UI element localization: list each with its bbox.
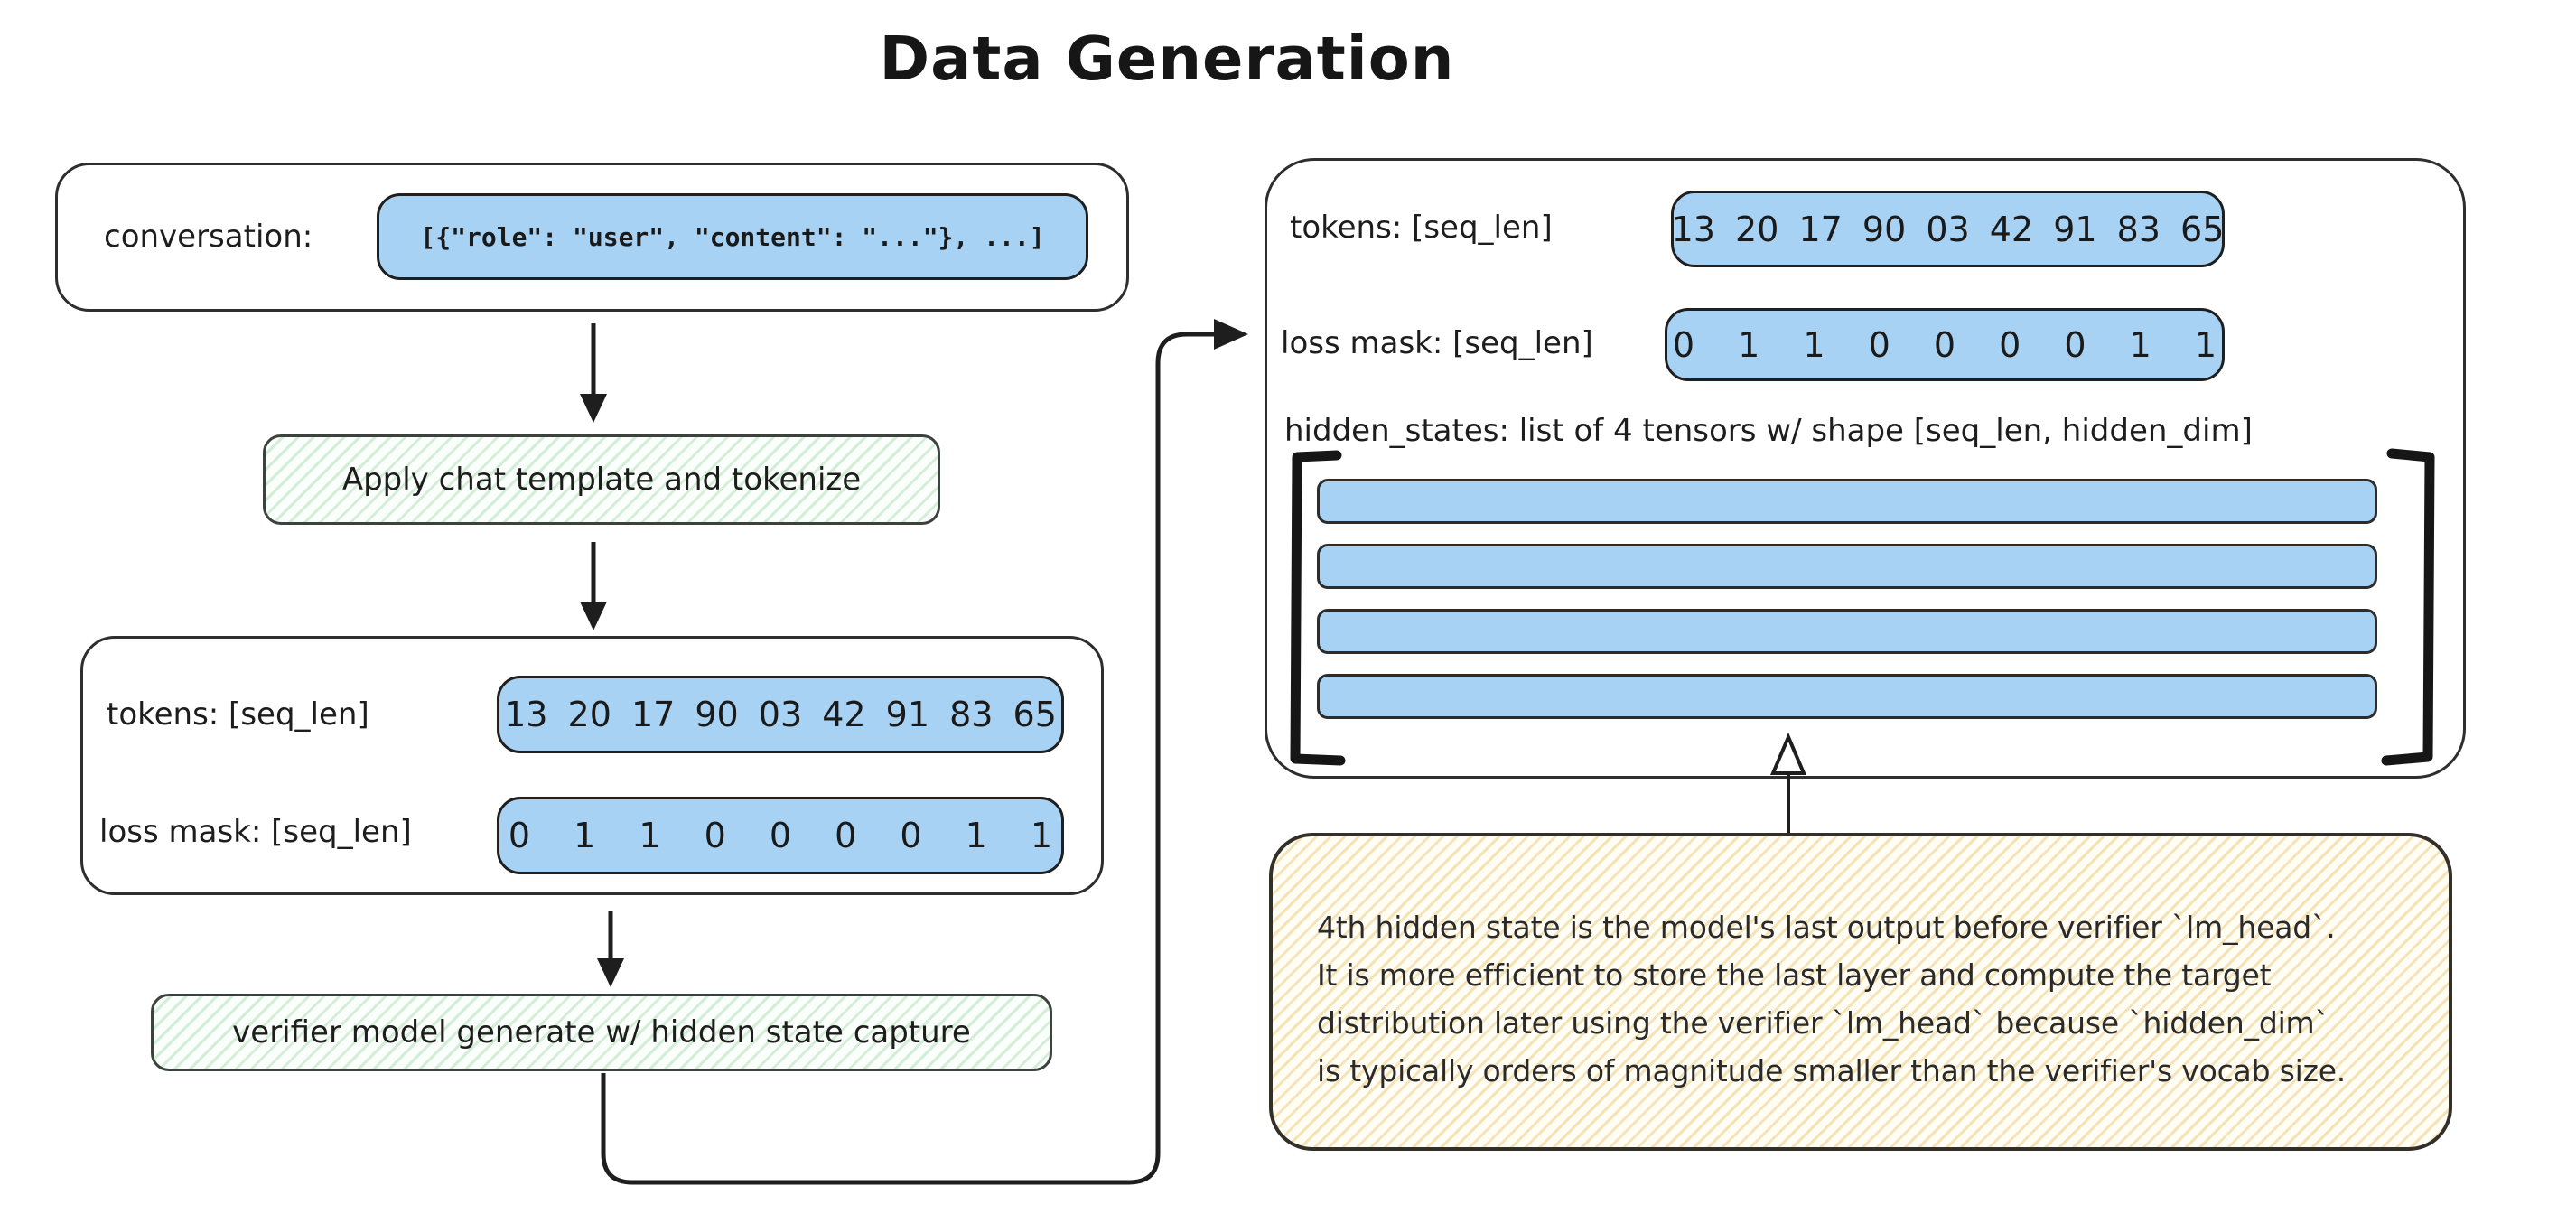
step-apply-chat-template: Apply chat template and tokenize: [263, 434, 940, 525]
loss-mask-label-right: loss mask: [seq_len]: [1281, 325, 1593, 361]
hidden-states-label: hidden_states: list of 4 tensors w/ shap…: [1284, 413, 2253, 449]
loss-mask-values-left: 0 1 1 0 0 0 0 1 1: [508, 816, 1053, 855]
conversation-value-pill: [{"role": "user", "content": "..."}, ...…: [377, 193, 1088, 280]
tokens-values-right: 13 20 17 90 03 42 91 83 65: [1671, 209, 2225, 249]
conversation-label: conversation:: [104, 219, 313, 255]
tokens-values-left: 13 20 17 90 03 42 91 83 65: [504, 695, 1057, 734]
hidden-state-bar: [1317, 609, 2377, 654]
flow-arrow-3: [597, 910, 624, 987]
flow-arrow-2: [580, 542, 607, 630]
flow-arrow-1: [580, 323, 607, 423]
note-box: [1269, 833, 2452, 1151]
tokens-label-right: tokens: [seq_len]: [1290, 210, 1553, 246]
loss-mask-values-right: 0 1 1 0 0 0 0 1 1: [1672, 324, 2217, 365]
tokens-pill-left: 13 20 17 90 03 42 91 83 65: [497, 676, 1064, 753]
note-text: 4th hidden state is the model's last out…: [1317, 910, 2347, 1088]
hidden-state-bar: [1317, 674, 2377, 719]
hidden-states-bars: [1317, 479, 2377, 719]
step-verifier-generate: verifier model generate w/ hidden state …: [151, 994, 1052, 1071]
tokens-label-left: tokens: [seq_len]: [107, 696, 369, 733]
loss-mask-pill-left: 0 1 1 0 0 0 0 1 1: [497, 797, 1064, 874]
loss-mask-label-left: loss mask: [seq_len]: [99, 814, 412, 850]
loss-mask-pill-right: 0 1 1 0 0 0 0 1 1: [1665, 308, 2225, 381]
hidden-state-bar: [1317, 544, 2377, 589]
tokens-pill-right: 13 20 17 90 03 42 91 83 65: [1671, 191, 2225, 267]
hidden-state-bar: [1317, 479, 2377, 524]
page-title: Data Generation: [879, 23, 1455, 94]
conversation-value: [{"role": "user", "content": "..."}, ...…: [420, 221, 1045, 252]
